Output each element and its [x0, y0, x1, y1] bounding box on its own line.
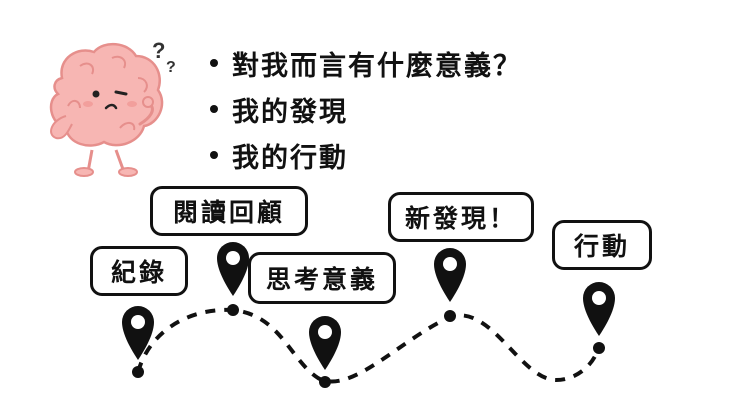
map-pin-icon	[583, 282, 615, 354]
bullet-dot	[210, 151, 218, 159]
bullet-dot	[210, 59, 218, 67]
svg-text:?: ?	[166, 59, 176, 76]
bullet-list: 對我而言有什麼意義？ 我的發現 我的行動	[210, 40, 522, 178]
map-pin-icon	[217, 242, 249, 316]
bullet-text: 我的行動	[232, 142, 348, 174]
bullet-text: 對我而言有什麼意義？	[232, 50, 522, 82]
map-pin-icon	[434, 248, 466, 322]
bullet-text: 我的發現	[232, 96, 348, 128]
map-pin-icon	[122, 306, 154, 378]
thinking-brain-icon	[49, 43, 164, 177]
label-meaning: 思考意義	[248, 252, 396, 304]
bullet-dot	[210, 105, 218, 113]
question-marks-icon: ? ?	[152, 38, 176, 76]
label-action: 行動	[552, 220, 652, 270]
label-discovery: 新發現！	[388, 192, 534, 242]
label-review: 閱讀回顧	[150, 186, 308, 236]
dashed-path-line	[136, 307, 600, 384]
bullet-item: 我的行動	[210, 132, 522, 178]
svg-text:?: ?	[152, 38, 165, 63]
map-pin-icon	[309, 316, 341, 388]
bullet-item: 我的發現	[210, 86, 522, 132]
label-record: 紀錄	[90, 246, 188, 296]
bullet-item: 對我而言有什麼意義？	[210, 40, 522, 86]
